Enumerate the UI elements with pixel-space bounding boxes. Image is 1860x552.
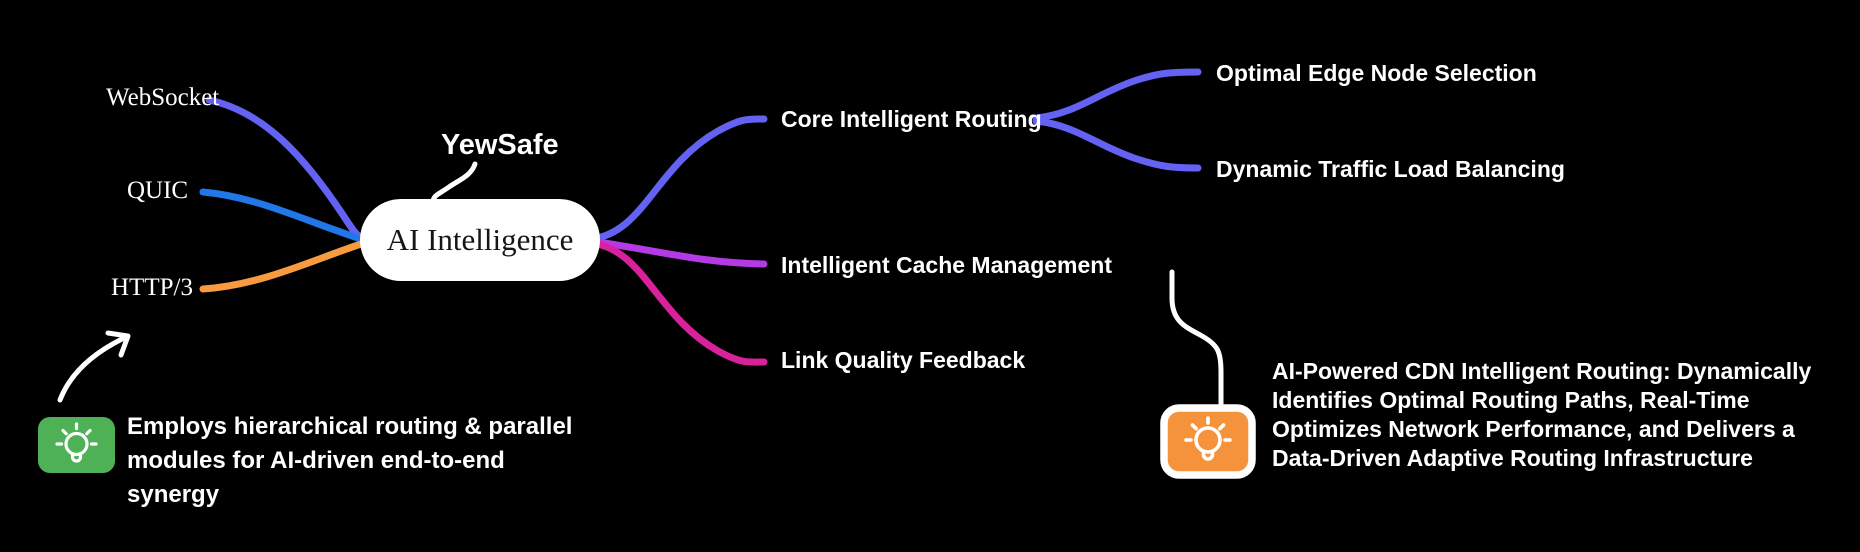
right-note-connector-line: [1169, 269, 1224, 407]
root-node: AI Intelligence: [360, 199, 600, 281]
right-note-text: AI-Powered CDN Intelligent Routing: Dyna…: [1272, 358, 1812, 471]
edge-cache-management: [593, 238, 768, 268]
branch-label-optimal-edge-node: Optimal Edge Node Selection: [1216, 60, 1537, 86]
branch-label-websocket: WebSocket: [106, 84, 220, 111]
left-note-arrow-line: [57, 336, 125, 403]
left-note-text: Employs hierarchical routing & parallel …: [127, 413, 573, 508]
branch-label-cache-management: Intelligent Cache Management: [781, 252, 1113, 278]
lightbulb-icon-background: [38, 417, 115, 473]
yewsafe-connector-line: [430, 161, 478, 204]
lightbulb-icon-background: [1160, 404, 1256, 479]
title-label: YewSafe: [441, 129, 559, 161]
edge-optimal-edge-node: [1032, 68, 1202, 122]
root-node-label: AI Intelligence: [386, 222, 574, 257]
edge-core-routing: [593, 115, 768, 242]
edge-dynamic-load-balancing: [1032, 117, 1202, 172]
lightbulb-icon: [1160, 404, 1256, 479]
edge-link-quality: [593, 240, 768, 366]
branch-label-core-routing: Core Intelligent Routing: [781, 106, 1042, 132]
lightbulb-icon: [38, 417, 115, 473]
branch-label-link-quality: Link Quality Feedback: [781, 347, 1026, 373]
edge-websocket: [205, 96, 370, 245]
branch-label-quic: QUIC: [127, 177, 189, 204]
edge-http3: [199, 239, 368, 293]
branch-label-http3: HTTP/3: [111, 274, 193, 301]
branch-label-dynamic-load-balancing: Dynamic Traffic Load Balancing: [1216, 156, 1565, 182]
left-note-arrowhead-icon: [105, 330, 131, 358]
edge-quic: [199, 188, 368, 244]
